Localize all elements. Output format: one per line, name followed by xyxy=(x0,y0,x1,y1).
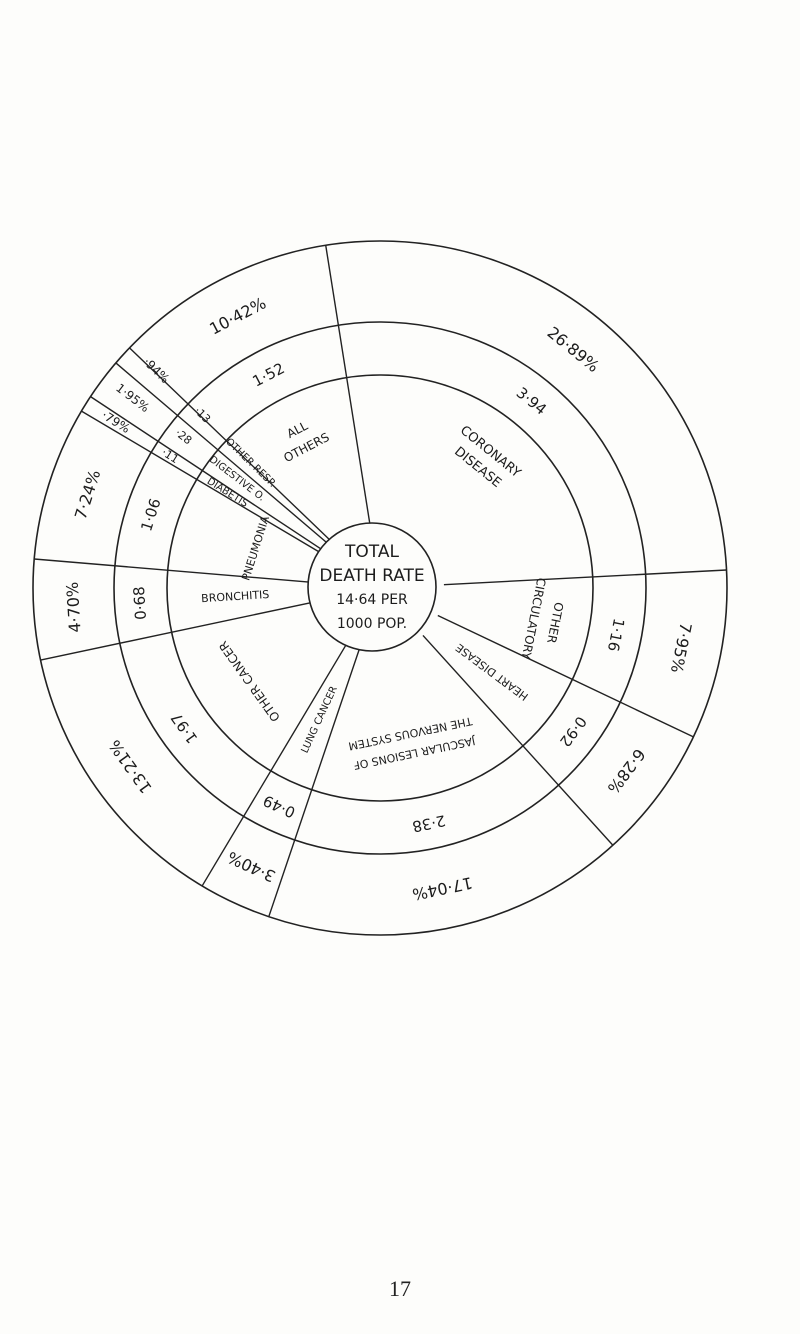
slice-name-label: BRONCHITIS xyxy=(201,588,270,605)
slice-percent-label: 4·70% xyxy=(63,581,85,633)
slice-divider xyxy=(81,410,326,556)
slice-rate-label: 2·38 xyxy=(411,811,447,835)
slice-rate-label: 0·49 xyxy=(260,791,298,821)
center-label-line: TOTAL xyxy=(344,542,399,562)
slice-divider xyxy=(90,396,327,554)
slice-name-label: HEART DISEASE xyxy=(453,641,531,703)
ring-circle-1 xyxy=(113,321,647,855)
slice-divider xyxy=(437,614,694,738)
slice-rate-label: 0·92 xyxy=(556,713,590,751)
slice-percent-label: 10·42% xyxy=(206,293,269,338)
slice-percent-label: 1·95% xyxy=(113,381,152,415)
slice-rate-label: 1·16 xyxy=(604,617,628,653)
slice-percent-label: 7·24% xyxy=(71,467,105,521)
slice-rate-label: 1·06 xyxy=(137,496,164,533)
ring-circle-0 xyxy=(32,240,728,936)
slice-divider xyxy=(115,362,332,548)
slice-percent-label: 13·21% xyxy=(105,736,156,797)
slice-name-label: CIRCULATORY xyxy=(518,577,548,662)
slice-percent-label: 7·95% xyxy=(667,621,696,675)
slice-rate-label: 1·97 xyxy=(167,709,201,747)
slice-divider xyxy=(201,642,348,887)
slice-divider xyxy=(325,245,371,525)
slice-divider xyxy=(40,600,318,661)
ring-circle-2 xyxy=(166,374,594,802)
slice-rate-label: 0·68 xyxy=(130,586,150,620)
slice-percent-label: 3·40% xyxy=(224,847,278,886)
slice-divider xyxy=(443,569,727,586)
center-label-line: DEATH RATE xyxy=(319,566,424,586)
slice-name-label: ALL xyxy=(284,418,310,441)
slice-divider xyxy=(129,347,335,545)
slice-rate-label: ·28 xyxy=(173,426,195,447)
center-circle xyxy=(307,522,437,652)
slice-rate-label: 1·52 xyxy=(250,359,288,390)
slice-rate-label: ·11 xyxy=(159,446,181,466)
slice-divider xyxy=(34,558,317,584)
slice-name-label: LUNG CANCER xyxy=(300,685,340,755)
slice-name-label: OTHER CANCER xyxy=(216,639,283,725)
page-number: 17 xyxy=(389,1276,411,1301)
slice-percent-label: ·94% xyxy=(141,355,173,386)
slice-percent-label: 17·04% xyxy=(411,873,475,904)
slice-name-label: OTHER xyxy=(544,601,566,645)
slice-divider xyxy=(422,634,614,846)
slice-percent-label: 6·28% xyxy=(604,745,650,797)
slice-rate-label: ·13 xyxy=(191,404,213,426)
center-label-line: 1000 POP. xyxy=(337,616,407,632)
slice-rate-label: 3·94 xyxy=(513,384,550,419)
slice-percent-label: 26·89% xyxy=(544,323,603,376)
center-label-line: 14·64 PER xyxy=(336,592,408,608)
slice-divider xyxy=(268,648,361,917)
slice-name-label: PNEUMONIA xyxy=(239,514,272,582)
